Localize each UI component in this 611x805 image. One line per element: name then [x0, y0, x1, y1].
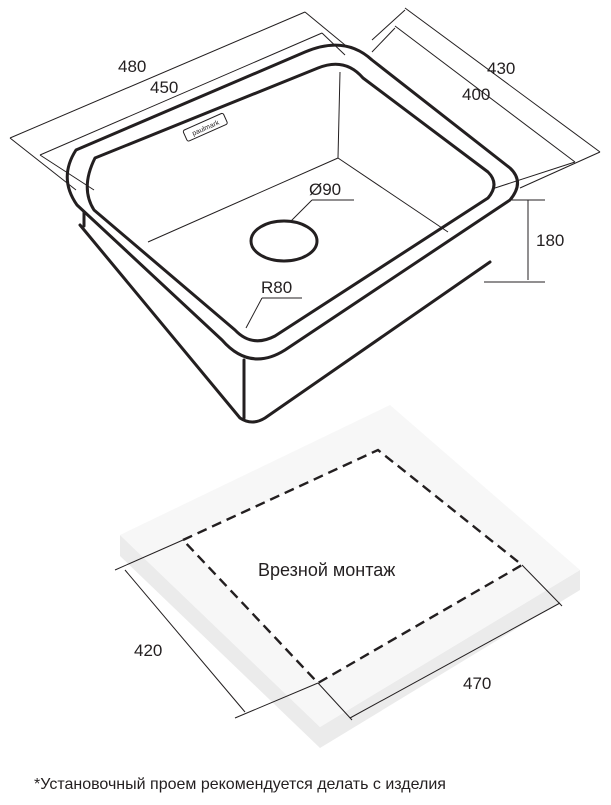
ext-line-left-inner — [39, 154, 95, 191]
dim-400-label: 400 — [462, 85, 490, 104]
brand-logo-plate: paulmark — [182, 112, 228, 142]
dim-line-400 — [394, 25, 576, 163]
dim-line-470 — [349, 602, 561, 719]
ext-line-top-outer — [304, 11, 346, 46]
dim-450-label: 450 — [150, 78, 178, 97]
dim-line-480 — [9, 11, 306, 139]
dim-line-430 — [404, 7, 601, 153]
dim-430-label: 430 — [487, 59, 515, 78]
ext-line-470-left — [317, 682, 353, 721]
radius-label: R80 — [261, 278, 292, 297]
board-top-surface — [120, 405, 580, 727]
ext-line-420-top — [114, 539, 184, 571]
ext-line-left-outer — [9, 137, 77, 191]
ext-line-420-bottom — [234, 682, 319, 719]
dim-420-label: 420 — [134, 641, 162, 660]
installation-footnote: *Установочный проем рекомендуется делать… — [34, 776, 446, 793]
radius-leader-line — [245, 297, 263, 329]
drain-hole — [249, 219, 319, 263]
dim-line-420 — [124, 569, 246, 713]
ext-line-470-right — [521, 564, 563, 607]
sink-drawing: paulmark 480 450 430 400 180 Ø90 R80 — [9, 7, 601, 424]
dim-480-label: 480 — [118, 57, 146, 76]
dim-line-450 — [39, 32, 323, 156]
sink-bowl-floor — [337, 157, 449, 233]
ext-line-right-inner — [371, 27, 396, 53]
sink-rim-outer — [65, 43, 519, 361]
ext-line-right-outer — [371, 9, 406, 41]
drain-leader-line — [289, 199, 313, 223]
board-left-side — [120, 535, 320, 748]
drain-diameter-label: Ø90 — [309, 180, 341, 199]
dim-470-label: 470 — [463, 674, 491, 693]
ext-line-right-lower-inner — [494, 161, 576, 189]
sink-rim-inner — [85, 62, 496, 343]
cutout-drawing: 420 470 Врезной монтаж — [114, 405, 580, 748]
cutout-title: Врезной монтаж — [258, 560, 395, 580]
ext-line-right-lower-outer — [519, 151, 601, 189]
sink-body-outline — [78, 223, 492, 424]
board-right-side — [320, 570, 580, 748]
ext-line-top-inner — [321, 32, 346, 56]
dim-180-label: 180 — [536, 231, 564, 250]
